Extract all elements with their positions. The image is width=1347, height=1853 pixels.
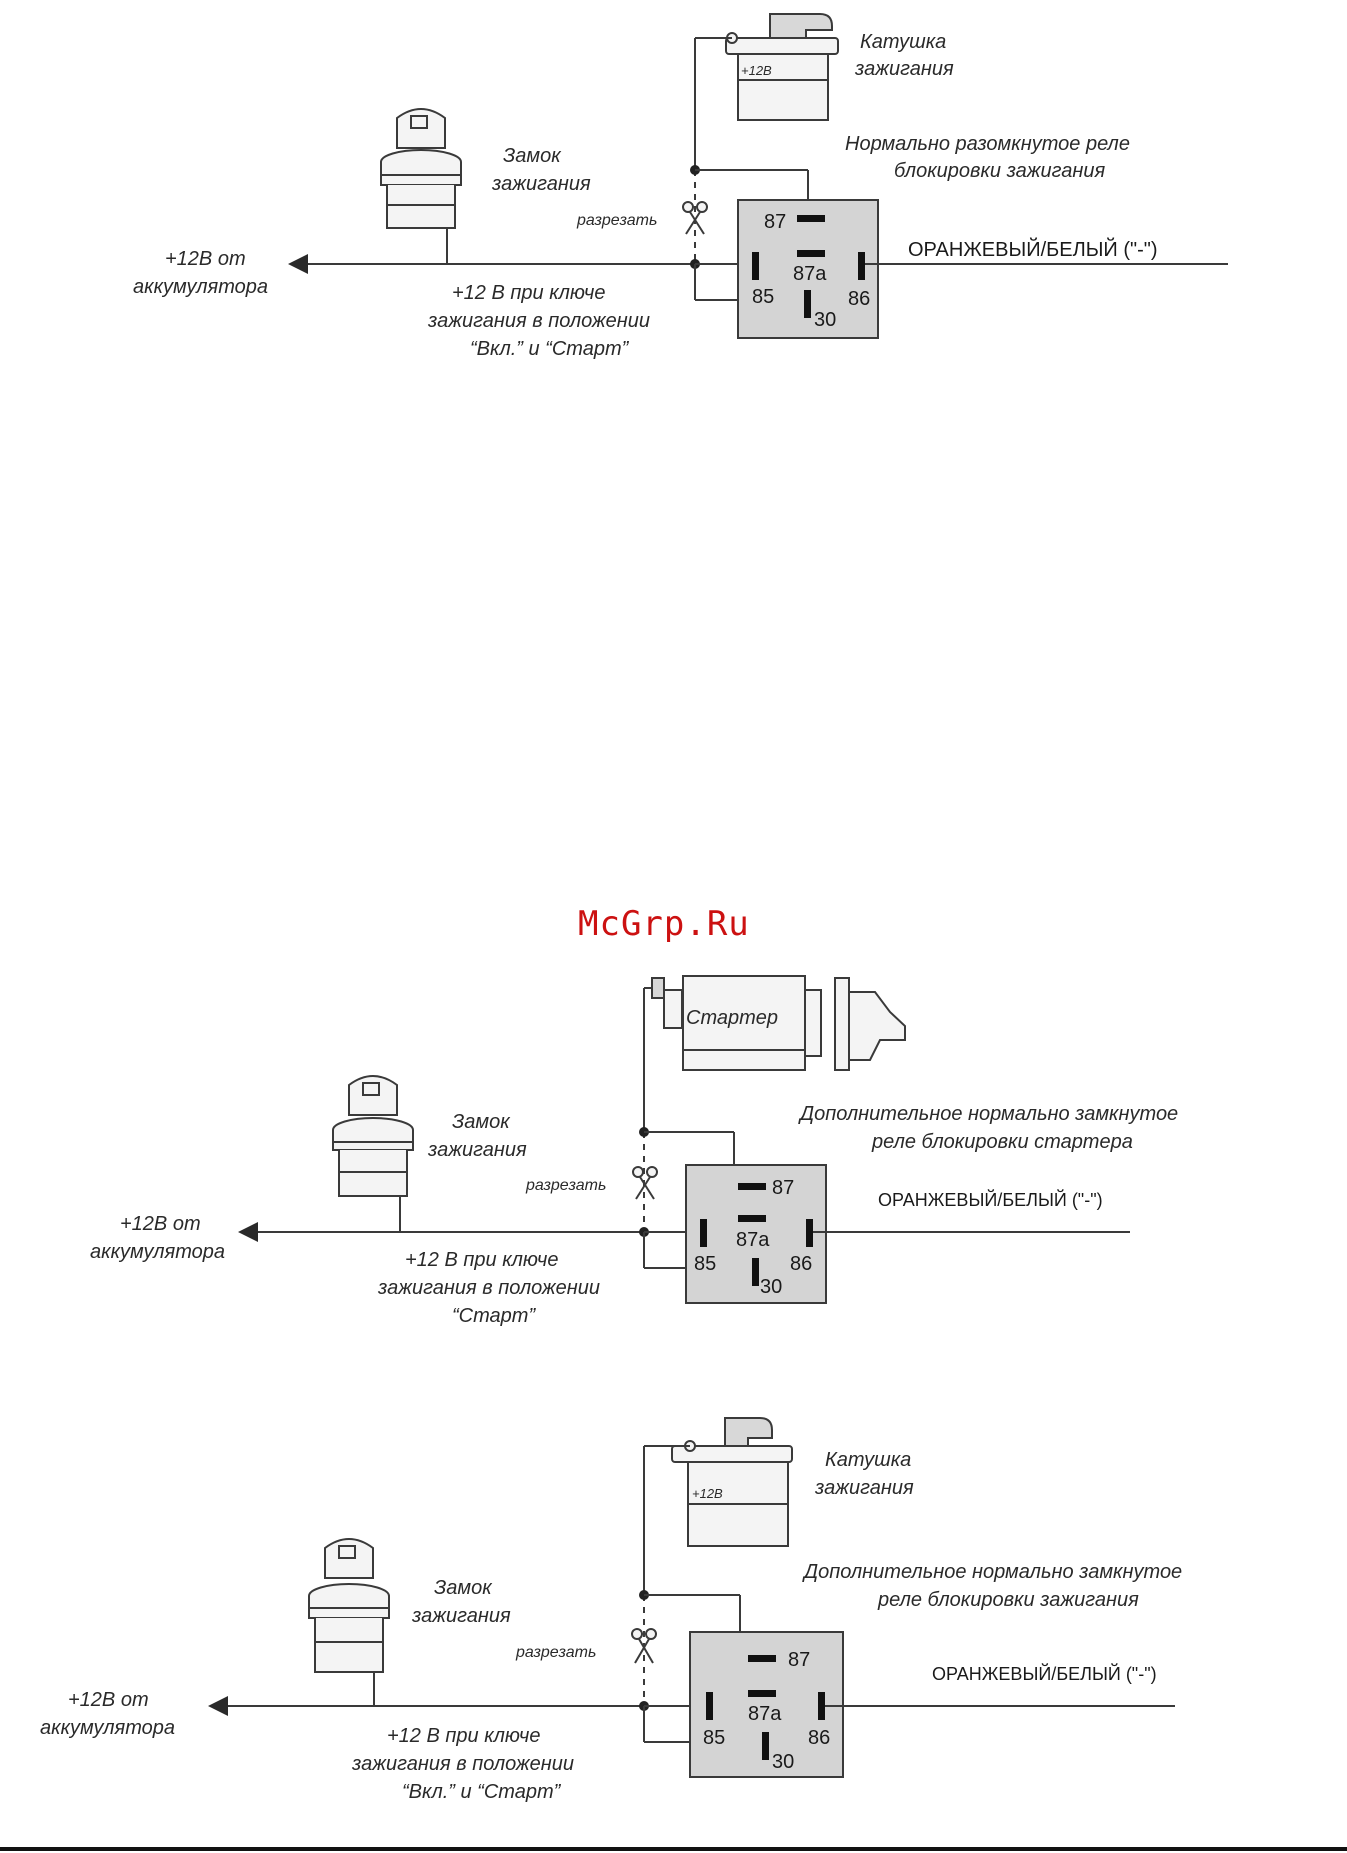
diagram-3-ignition-relay-nc: +12В Катушка зажигания Дополнительное но… [40, 1417, 1182, 1803]
ignition-lock-icon [308, 1538, 390, 1673]
pin-86-label: 86 [848, 288, 870, 310]
pin-87a-label: 87a [793, 263, 827, 285]
key-note-line3: “Вкл.” и “Старт” [470, 338, 630, 360]
lock-label-line1: Замок [434, 1577, 493, 1599]
relay-title-line1: Нормально разомкнутое реле [845, 133, 1130, 155]
coil-label-line1: Катушка [825, 1449, 911, 1471]
relay-title-line2: реле блокировки зажигания [877, 1589, 1139, 1611]
wire-color-label: ОРАНЖЕВЫЙ/БЕЛЫЙ ("-") [878, 1189, 1103, 1210]
key-note-line2: зажигания в положении [427, 310, 650, 332]
pin-87 [748, 1655, 776, 1662]
pin-87-label: 87 [788, 1649, 810, 1671]
battery-label-line1: +12В от [120, 1213, 201, 1235]
coil-label-line2: зажигания [814, 1477, 914, 1499]
pin-30 [804, 290, 811, 318]
ignition-lock-icon [380, 108, 462, 229]
key-note-line1: +12 В при ключе [387, 1725, 541, 1747]
pin-85-label: 85 [703, 1727, 725, 1749]
watermark: McGrp.Ru [578, 904, 750, 944]
pin-86 [806, 1219, 813, 1247]
battery-label-line1: +12В от [68, 1689, 149, 1711]
ignition-lock-icon [332, 1075, 414, 1197]
pin-86-label: 86 [790, 1253, 812, 1275]
pin-30-label: 30 [814, 309, 836, 331]
relay-title-line2: блокировки зажигания [894, 160, 1106, 182]
pin-30-label: 30 [772, 1751, 794, 1773]
coil-terminal-label: +12В [741, 63, 772, 78]
pin-86-label: 86 [808, 1727, 830, 1749]
battery-label-line2: аккумулятора [133, 276, 268, 298]
scissors-icon [631, 1628, 657, 1664]
pin-87-label: 87 [764, 211, 786, 233]
pin-87a [738, 1215, 766, 1222]
pin-87a-label: 87a [736, 1229, 770, 1251]
battery-label-line2: аккумулятора [90, 1241, 225, 1263]
coil-terminal-label: +12В [692, 1486, 723, 1501]
key-note-line1: +12 В при ключе [405, 1249, 559, 1271]
pin-87a [797, 250, 825, 257]
wire-color-label: ОРАНЖЕВЫЙ/БЕЛЫЙ ("-") [908, 237, 1158, 261]
starter-motor-icon [651, 975, 906, 1071]
cut-label: разрезать [525, 1177, 606, 1194]
pin-87a [748, 1690, 776, 1697]
coil-label-line1: Катушка [860, 31, 946, 53]
pin-87a-label: 87a [748, 1703, 782, 1725]
lock-label-line2: зажигания [411, 1605, 511, 1627]
pin-86 [858, 252, 865, 280]
pin-86 [818, 1692, 825, 1720]
relay-title-line1: Дополнительное нормально замкнутое [802, 1561, 1182, 1583]
scissors-icon [632, 1166, 658, 1200]
pin-85-label: 85 [694, 1253, 716, 1275]
battery-label-line2: аккумулятора [40, 1717, 175, 1739]
key-note-line3: “Старт” [452, 1305, 536, 1327]
relay-title-line2: реле блокировки стартера [871, 1131, 1133, 1153]
key-note-line2: зажигания в положении [377, 1277, 600, 1299]
pin-85 [752, 252, 759, 280]
ignition-coil-icon [671, 1417, 793, 1547]
lock-label-line2: зажигания [427, 1139, 527, 1161]
diagram-2-starter-relay-nc: Стартер Дополнительное нормально замкнут… [90, 975, 1178, 1327]
pin-30 [762, 1732, 769, 1760]
lock-label-line2: зажигания [491, 173, 591, 195]
lock-label-line1: Замок [452, 1111, 511, 1133]
battery-label-line1: +12В от [165, 248, 246, 270]
pin-30-label: 30 [760, 1276, 782, 1298]
pin-87 [797, 215, 825, 222]
pin-85-label: 85 [752, 286, 774, 308]
pin-85 [706, 1692, 713, 1720]
pin-30 [752, 1258, 759, 1286]
pin-87-label: 87 [772, 1177, 794, 1199]
cut-label: разрезать [515, 1644, 596, 1661]
scissors-icon [682, 201, 708, 235]
diagram-1-ignition-relay-no: +12В Катушка зажигания Нормально разомкн… [133, 13, 1228, 360]
key-note-line1: +12 В при ключе [452, 282, 606, 304]
key-note-line2: зажигания в положении [351, 1753, 574, 1775]
coil-label-line2: зажигания [854, 58, 954, 80]
lock-label-line1: Замок [503, 145, 562, 167]
starter-label: Стартер [686, 1007, 778, 1029]
pin-85 [700, 1219, 707, 1247]
relay-title-line1: Дополнительное нормально замкнутое [798, 1103, 1178, 1125]
wire-color-label: ОРАНЖЕВЫЙ/БЕЛЫЙ ("-") [932, 1663, 1157, 1684]
cut-label: разрезать [576, 212, 657, 229]
pin-87 [738, 1183, 766, 1190]
key-note-line3: “Вкл.” и “Старт” [402, 1781, 562, 1803]
